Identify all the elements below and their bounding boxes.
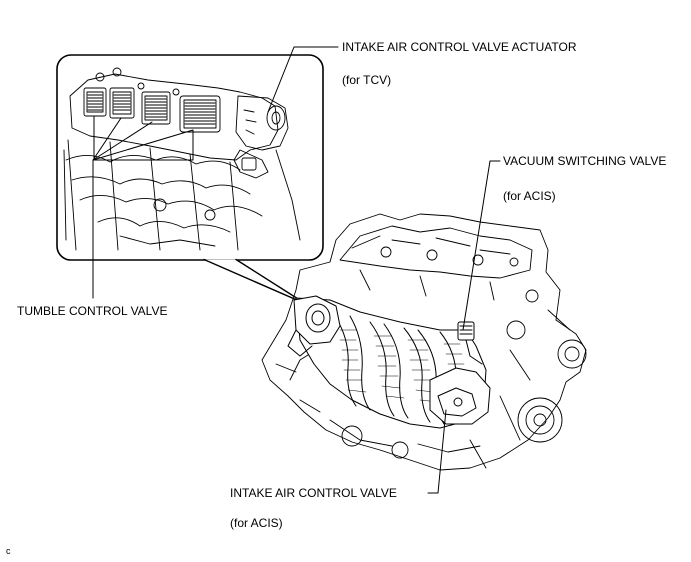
label-iacv-sub: (for ACIS) <box>230 516 283 530</box>
label-actuator-sub: (for TCV) <box>342 73 392 87</box>
tcv-actuator <box>233 95 289 179</box>
label-iacv-title: INTAKE AIR CONTROL VALVE <box>230 486 397 500</box>
acis-valve <box>429 367 491 425</box>
idler-pulley <box>557 339 587 369</box>
leader-iacv <box>427 409 447 494</box>
crank-pulley <box>517 397 563 443</box>
engine-tcv-actuator <box>287 295 341 357</box>
leader-actuator <box>267 46 339 113</box>
leader-vsv <box>462 160 501 331</box>
tumble-valve-ports <box>83 87 221 133</box>
leader-lines <box>92 46 501 494</box>
label-actuator-title: INTAKE AIR CONTROL VALVE ACTUATOR <box>342 40 577 54</box>
label-vsv-title: VACUUM SWITCHING VALVE <box>503 154 667 168</box>
corner-mark: C <box>6 546 11 556</box>
vsv-block <box>457 321 483 365</box>
engine-block <box>261 213 587 471</box>
tcv-bracket-lines <box>92 115 194 161</box>
zoom-callout-pointer <box>203 258 307 305</box>
intake-manifold <box>287 295 491 429</box>
label-vsv-sub: (for ACIS) <box>503 189 556 203</box>
label-tcv: TUMBLE CONTROL VALVE <box>17 304 168 318</box>
zoomed-manifold <box>63 67 301 251</box>
